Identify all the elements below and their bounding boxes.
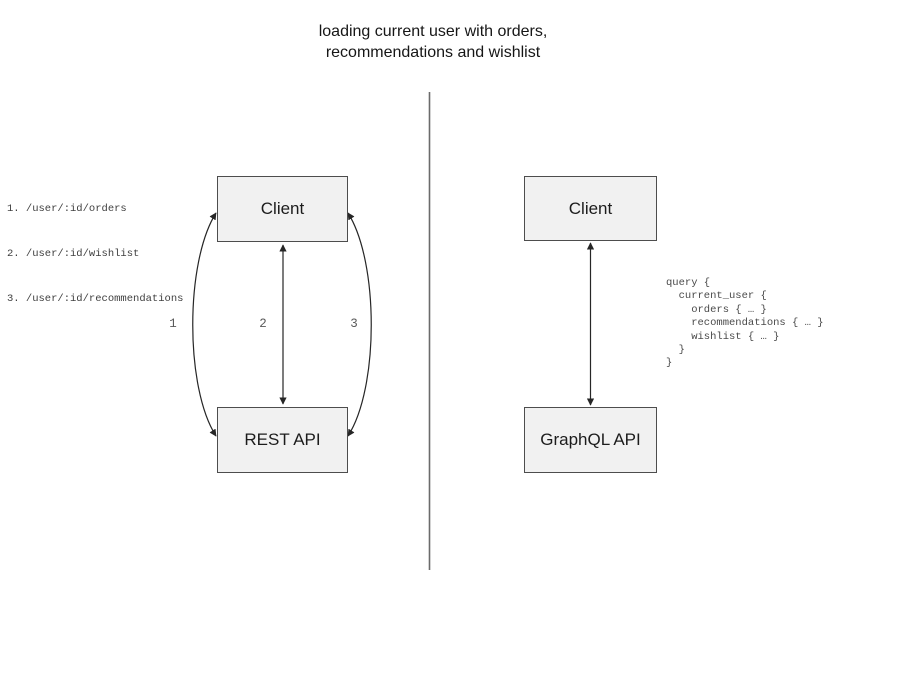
rest-client-box: Client — [217, 176, 348, 242]
diagram-title: loading current user with orders, recomm… — [200, 21, 666, 63]
rest-endpoint-orders: 1. /user/:id/orders — [7, 203, 127, 215]
graphql-client-box: Client — [524, 176, 657, 241]
graphql-client-label: Client — [568, 198, 613, 218]
diagram-title-line1: loading current user with orders, — [318, 23, 548, 40]
diagram-title-line2: recommendations and wishlist — [325, 44, 541, 61]
rest-endpoint-list: 1. /user/:id/orders 2. /user/:id/wishlis… — [7, 172, 183, 337]
rest-client-label: Client — [260, 199, 305, 218]
graphql-api-box: GraphQL API — [524, 407, 657, 473]
rest-api-box: REST API — [217, 407, 348, 473]
rest-arrow-3-number: 3 — [350, 317, 358, 331]
rest-endpoint-wishlist: 2. /user/:id/wishlist — [7, 248, 140, 260]
rest-api-label: REST API — [244, 430, 321, 449]
rest-endpoint-recommendations: 3. /user/:id/recommendations — [7, 293, 184, 305]
rest-arrow-3-curve — [347, 212, 372, 437]
rest-arrow-2-number: 2 — [259, 317, 267, 331]
rest-arrow-1-curve — [192, 212, 217, 437]
graphql-api-label: GraphQL API — [540, 430, 641, 449]
rest-arrow-1-number: 1 — [169, 317, 177, 331]
graphql-query-code: query { current_user { orders { … } reco… — [666, 277, 824, 370]
